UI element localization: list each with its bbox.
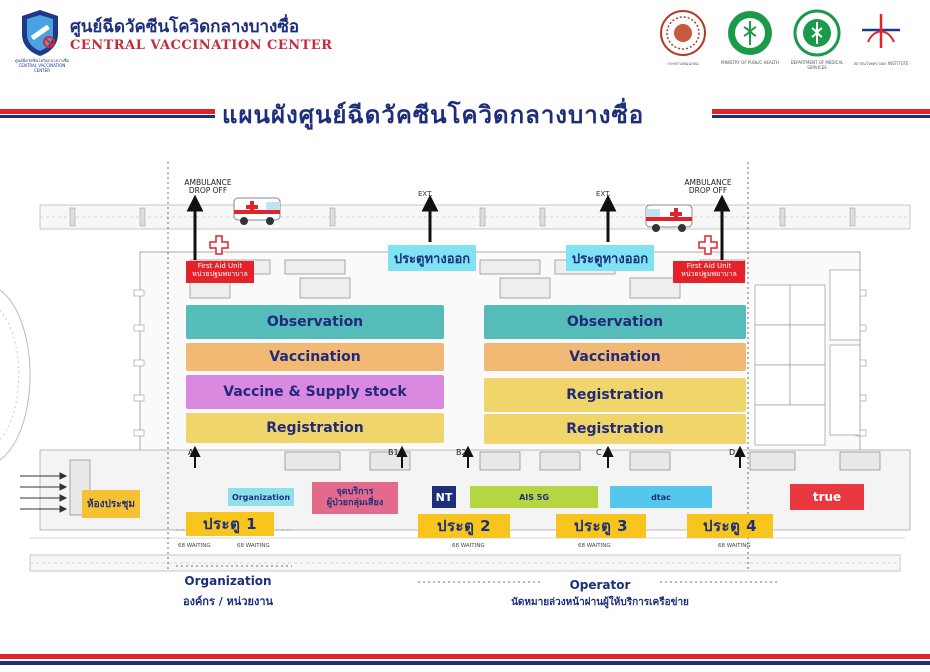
first-aid-label-th: หน่วยปฐมพยาบาล bbox=[681, 270, 737, 278]
center-name-english: CENTRAL VACCINATION CENTER bbox=[70, 38, 333, 53]
organization-title: Organization bbox=[184, 574, 272, 588]
partner-caption-medical-services: DEPARTMENT OF MEDICAL SERVICES bbox=[790, 60, 844, 70]
title-rule-right-red bbox=[712, 109, 930, 114]
partner-caption-transport: กระทรวงคมนาคม bbox=[667, 61, 699, 66]
title-band: แผนผังศูนย์ฉีดวัคซีนโควิดกลางบางซื่อ bbox=[0, 95, 930, 129]
road-columns bbox=[69, 207, 856, 227]
zone-registration-right-2: Registration bbox=[484, 414, 746, 444]
left-entrance-arrows bbox=[20, 472, 68, 513]
first-aid-unit-left: First Aid Unit หน่วยปฐมพยาบาล bbox=[186, 261, 254, 283]
first-aid-label-en: First Aid Unit bbox=[197, 262, 243, 270]
entrance-arrows bbox=[189, 445, 746, 468]
arena-seats-left bbox=[0, 309, 20, 441]
ambulance-drop-off-label-right: AMBULANCE DROP OFF bbox=[684, 178, 732, 195]
door-label-a: A bbox=[188, 448, 194, 457]
waiting-label-4: 68 WAITING bbox=[718, 543, 751, 549]
footer-rule-blue bbox=[0, 661, 930, 665]
zone-vaccination-left: Vaccination bbox=[186, 343, 444, 371]
first-aid-label-th: หน่วยปฐมพยาบาล bbox=[192, 270, 248, 278]
partner-caption-public-health: MINISTRY OF PUBLIC HEALTH bbox=[721, 60, 779, 65]
zone-vaccine-supply-stock: Vaccine & Supply stock bbox=[186, 375, 444, 409]
logo-caption: ศูนย์ฉีดวัคซีนโควิดกลางบางซื่อ CENTRAL V… bbox=[15, 58, 69, 73]
lower-structures bbox=[69, 451, 881, 516]
zone-registration-left: Registration bbox=[186, 413, 444, 443]
ambulance-drop-off-label-left: AMBULANCE DROP OFF bbox=[184, 178, 232, 195]
exit-door-left: ประตูทางออก bbox=[388, 245, 476, 271]
ambulance-icon-left bbox=[233, 197, 281, 225]
ext-label-left: EXT. bbox=[418, 190, 433, 198]
gate-1: ประตู 1 bbox=[186, 512, 274, 536]
vaccination-center-logo-icon bbox=[22, 10, 58, 56]
waiting-label-2: 68 WAITING bbox=[452, 543, 485, 549]
side-columns bbox=[133, 289, 867, 437]
title-rule-right-blue bbox=[712, 115, 930, 118]
zone-observation-left: Observation bbox=[186, 305, 444, 339]
door-label-c: C bbox=[596, 448, 602, 457]
gate-3: ประตู 3 bbox=[556, 514, 646, 538]
ext-label-right: EXT. bbox=[596, 190, 611, 198]
waiting-label-1b: 68 WAITING bbox=[237, 543, 270, 549]
exit-arrows bbox=[186, 194, 731, 260]
first-aid-label-en: First Aid Unit bbox=[686, 262, 732, 270]
header: ศูนย์ฉีดวัคซีนโควิดกลางบางซื่อ CENTRAL V… bbox=[0, 0, 930, 95]
department-of-medical-services-seal-icon bbox=[793, 9, 841, 57]
zone-vaccination-right: Vaccination bbox=[484, 343, 746, 371]
risk-group-service-point: จุดบริการ ผู้ป่วยกลุ่มเสี่ยง bbox=[312, 482, 398, 514]
first-aid-unit-right: First Aid Unit หน่วยปฐมพยาบาล bbox=[673, 261, 745, 283]
door-label-d: D bbox=[729, 448, 736, 457]
operator-booth-dtac: dtac bbox=[610, 486, 712, 508]
waiting-label-1a: 68 WAITING bbox=[178, 543, 211, 549]
ambulance-icon-right bbox=[645, 204, 693, 232]
door-label-b1: B1 bbox=[388, 448, 399, 457]
arena-outline-left bbox=[0, 289, 31, 461]
first-aid-cross-icon-right bbox=[698, 235, 718, 255]
title-rule-left-red bbox=[0, 109, 215, 114]
ministry-of-transport-seal-icon bbox=[660, 10, 706, 56]
gate-2: ประตู 2 bbox=[418, 514, 510, 538]
partner-caption-chest-institute: สถาบันโรคทรวงอก INSTITUTE bbox=[853, 61, 909, 66]
zone-observation-right: Observation bbox=[484, 305, 746, 339]
floor-plan: AMBULANCE DROP OFF AMBULANCE DROP OFF EX… bbox=[0, 150, 930, 620]
gate-4: ประตู 4 bbox=[687, 514, 773, 538]
waiting-label-3: 68 WAITING bbox=[578, 543, 611, 549]
first-aid-cross-icon-left bbox=[209, 235, 229, 255]
organization-booth: Organization bbox=[228, 488, 294, 506]
exit-door-right: ประตูทางออก bbox=[566, 245, 654, 271]
operator-booth-ais: AIS 5G bbox=[470, 486, 598, 508]
meeting-room: ห้องประชุม bbox=[82, 490, 140, 518]
operator-title: Operator bbox=[569, 578, 631, 592]
chest-institute-logo-icon bbox=[862, 14, 900, 48]
floor-plan-drawing bbox=[0, 162, 911, 583]
footer-rule-red bbox=[0, 654, 930, 659]
ministry-of-public-health-seal-icon bbox=[728, 11, 772, 55]
door-label-b2: B2 bbox=[456, 448, 467, 457]
operator-subtitle: นัดหมายล่วงหน้าผ่านผู้ให้บริการเครือข่าย bbox=[511, 597, 689, 608]
operator-booth-true: true bbox=[790, 484, 864, 510]
page-title: แผนผังศูนย์ฉีดวัคซีนโควิดกลางบางซื่อ bbox=[222, 101, 645, 129]
title-rule-left-blue bbox=[0, 115, 215, 118]
zone-registration-right-1: Registration bbox=[484, 378, 746, 412]
organization-subtitle: องค์กร / หน่วยงาน bbox=[182, 595, 274, 608]
center-name-thai: ศูนย์ฉีดวัคซีนโควิดกลางบางซื่อ bbox=[70, 17, 300, 37]
right-wing-rooms bbox=[754, 269, 861, 446]
operator-booth-nt: NT bbox=[432, 486, 456, 508]
